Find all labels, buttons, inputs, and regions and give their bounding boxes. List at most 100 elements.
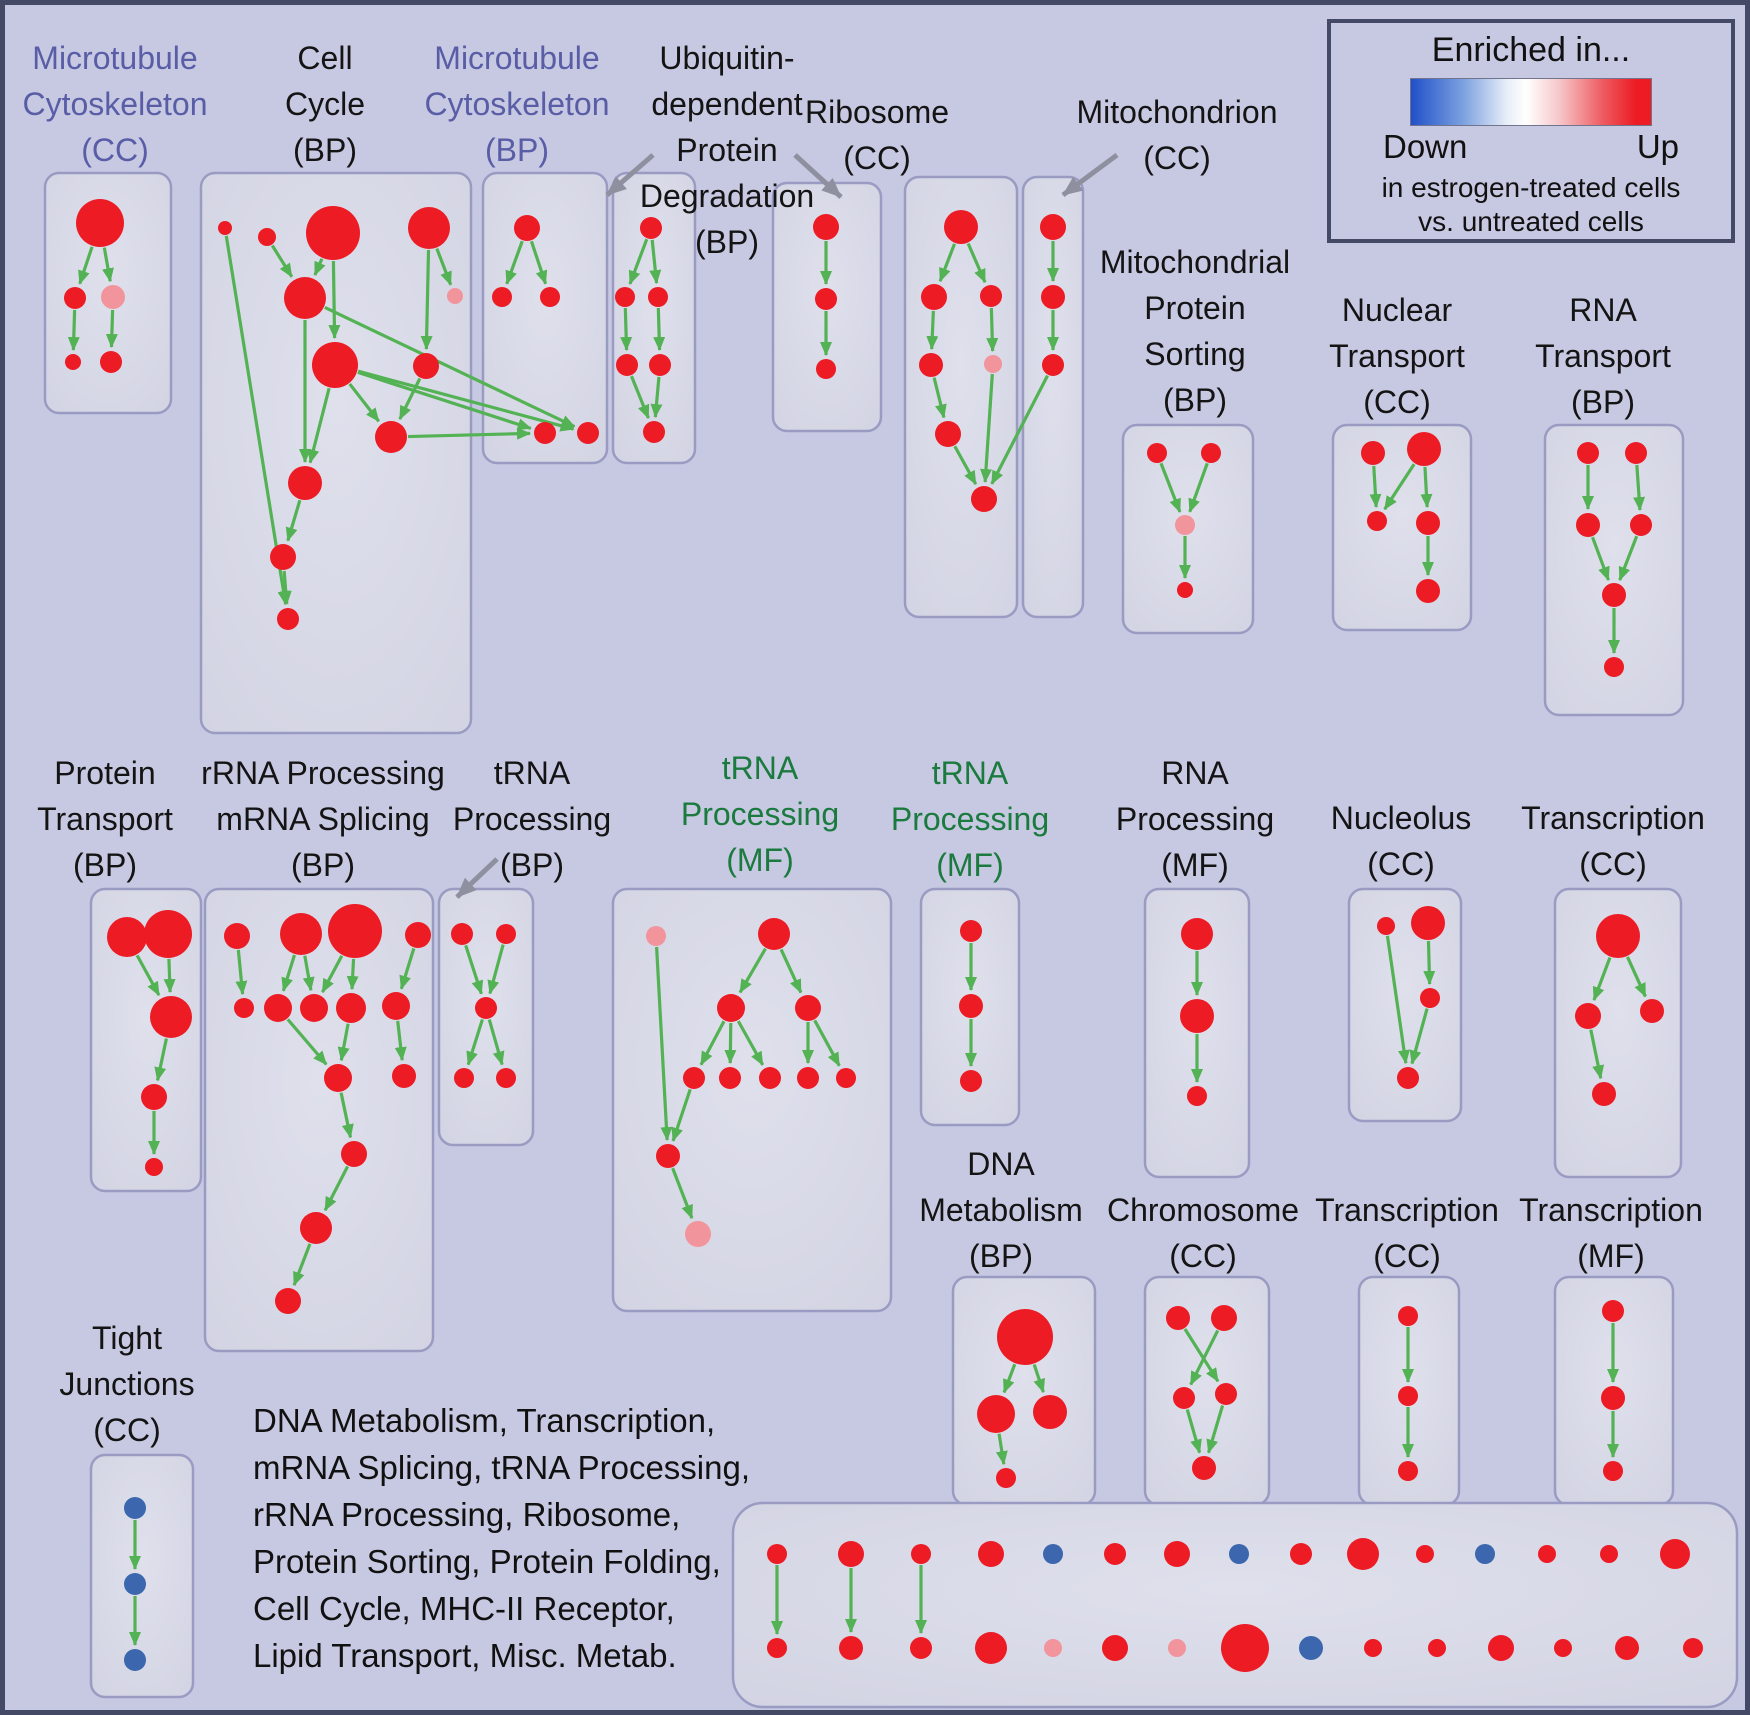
go-node-rp2 [1180, 999, 1214, 1033]
go-node-ch3 [1173, 1387, 1195, 1409]
go-node-rr7 [300, 994, 328, 1022]
go-node-ba15 [1660, 1539, 1690, 1569]
go-node-nt5 [1416, 579, 1440, 603]
go-node-rt2 [1625, 442, 1647, 464]
edge-ch2-ch3 [1189, 1329, 1220, 1386]
go-node-ub4 [616, 354, 638, 376]
go-node-nt3 [1367, 511, 1387, 531]
go-node-tcc [1640, 999, 1664, 1023]
edge-tb3-tb5 [487, 1019, 505, 1066]
edge-rr9-rr11 [394, 1020, 407, 1062]
go-node-ncl3 [1420, 988, 1440, 1008]
edge-ub5-ub6 [650, 376, 663, 419]
go-node-tcd [1592, 1082, 1616, 1106]
go-node-ub1 [640, 217, 662, 239]
go-node-tm8 [797, 1067, 819, 1089]
edge-pt3-pt4 [154, 1038, 168, 1082]
edge-ub2-ub4 [620, 307, 633, 352]
edge-ncl3-ncl4 [1409, 1008, 1429, 1065]
edge-ncl1-ncl4 [1385, 935, 1410, 1065]
edge-cy2-cy5 [270, 244, 294, 278]
edge-ub3-ub5 [653, 307, 666, 352]
go-node-tw2 [1398, 1386, 1418, 1406]
go-node-rt4 [1630, 514, 1652, 536]
go-node-pt3 [150, 996, 192, 1038]
go-node-cy5 [284, 277, 326, 319]
edge-nt1-nt3 [1369, 465, 1382, 509]
edge-cy7-mb4 [357, 370, 532, 431]
go-node-cy7 [312, 342, 358, 388]
go-node-ch2 [1211, 1305, 1237, 1331]
edge-ub4-ub6 [630, 375, 650, 420]
go-node-bb7 [1168, 1639, 1186, 1657]
edge-ch4-ch5 [1206, 1405, 1225, 1454]
edge-rr10-rr12 [339, 1092, 354, 1139]
edge-mc1-mc3 [102, 247, 114, 283]
go-node-tm2 [758, 918, 790, 950]
edge-tm1-tm10 [655, 946, 673, 1142]
go-node-bb10 [1364, 1639, 1382, 1657]
go-node-ba11 [1416, 1545, 1434, 1563]
go-node-rr10 [324, 1064, 352, 1092]
go-node-ba5 [1043, 1544, 1063, 1564]
go-node-tx1 [1602, 1300, 1624, 1322]
group-box-microtubule-cytoskeleton-bp [481, 171, 609, 465]
go-node-rb1 [944, 210, 978, 244]
go-node-bb6 [1102, 1635, 1128, 1661]
edge-tm4-tm9 [813, 1019, 841, 1067]
go-node-ba7 [1164, 1541, 1190, 1567]
go-node-tn2 [959, 994, 983, 1018]
go-node-dm2 [977, 1395, 1015, 1433]
go-node-rb6 [935, 421, 961, 447]
go-node-tm9 [836, 1068, 856, 1088]
edge-pt2-pt3 [163, 958, 176, 994]
go-node-cy6 [447, 288, 463, 304]
go-node-rr3 [328, 904, 382, 958]
legend-gradient-bar [1410, 78, 1652, 126]
go-node-cy11 [270, 544, 296, 570]
go-node-tm10 [656, 1144, 680, 1168]
go-node-mb1 [514, 215, 540, 241]
go-node-bb11 [1428, 1639, 1446, 1657]
go-node-tw3 [1398, 1461, 1418, 1481]
go-node-bb8 [1221, 1624, 1269, 1672]
go-node-ub2 [615, 287, 635, 307]
go-node-ms4 [1177, 582, 1193, 598]
go-node-uv1 [813, 214, 839, 240]
edge-ncl2-ncl3 [1423, 940, 1436, 986]
go-node-rb4 [919, 353, 943, 377]
edge-rr2-rr7 [302, 955, 315, 992]
go-node-tm3 [717, 994, 745, 1022]
edge-mv3-rb7 [990, 374, 1049, 485]
edge-tm2-tm3 [738, 947, 767, 994]
edge-dm1-dm2 [1002, 1363, 1017, 1394]
group-box-nucleolus-cc [1347, 887, 1463, 1123]
edge-tm2-tm4 [779, 948, 803, 994]
group-box-misc-cluster [731, 1501, 1739, 1709]
go-node-ba4 [978, 1541, 1004, 1567]
edge-cy1-cy12 [224, 235, 290, 606]
go-node-ba2 [838, 1541, 864, 1567]
go-node-tj3 [124, 1649, 146, 1671]
edge-cy7-mb5 [357, 369, 575, 432]
edge-rr1-rr5 [235, 949, 248, 996]
edge-tm5-tm10 [671, 1088, 692, 1142]
go-node-uv3 [816, 359, 836, 379]
edge-ub1-ub2 [628, 238, 649, 285]
go-node-dm3 [1033, 1395, 1067, 1429]
go-node-cy10 [288, 466, 322, 500]
legend-up-label: Up [1636, 128, 1679, 165]
go-node-bb4 [975, 1632, 1007, 1664]
edge-ub1-ub3 [649, 239, 662, 285]
go-node-tm11 [685, 1221, 711, 1247]
go-node-tm5 [683, 1067, 705, 1089]
edge-rb5-rb7 [980, 373, 994, 484]
group-box-transcription-cc-1 [1553, 887, 1683, 1179]
go-node-pt4 [141, 1084, 167, 1110]
edge-nt2-nt3 [1383, 463, 1416, 511]
group-box-trna-processing-mf-1 [611, 887, 893, 1313]
go-node-rr5 [234, 998, 254, 1018]
go-node-nt4 [1416, 511, 1440, 535]
go-node-tm6 [719, 1067, 741, 1089]
edge-tca-tcc [1626, 956, 1647, 998]
